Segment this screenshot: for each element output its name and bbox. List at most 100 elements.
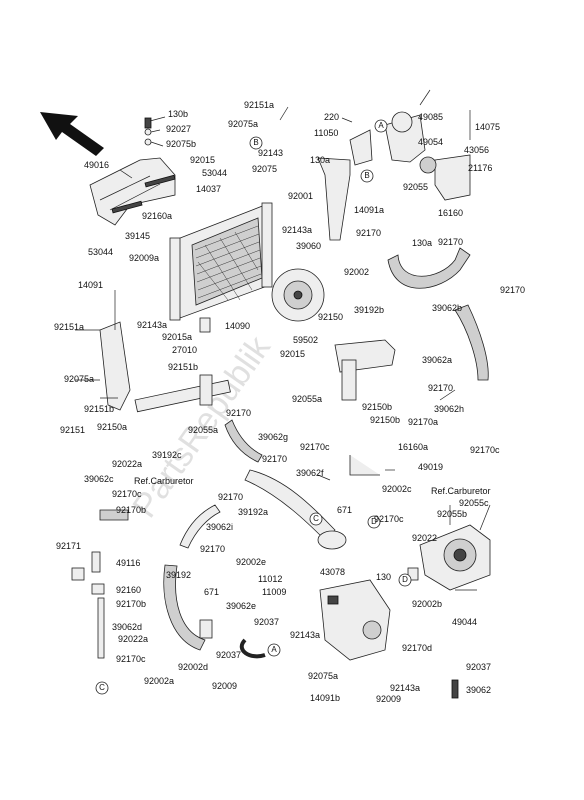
- part-label: 14090: [225, 321, 250, 331]
- part-label: 39145: [125, 231, 150, 241]
- ref-circle-a-top: A: [374, 119, 388, 133]
- part-label: 92170: [226, 408, 251, 418]
- part-label: 39192: [166, 570, 191, 580]
- part-label: 92170a: [408, 417, 438, 427]
- clip-92160: [91, 583, 105, 595]
- part-label: 39062b: [432, 303, 462, 313]
- part-label: 130: [376, 572, 391, 582]
- part-label: 39192c: [152, 450, 182, 460]
- hose-39062a: [454, 304, 489, 381]
- clamp-92171: [71, 567, 85, 581]
- part-label: 92170c: [374, 514, 404, 524]
- part-label: 39062h: [434, 404, 464, 414]
- housing-11050: [349, 111, 426, 166]
- ref-circle-d-right: D: [398, 573, 412, 587]
- part-label: 92170d: [402, 643, 432, 653]
- part-label: 92170: [200, 544, 225, 554]
- part-label: 92001: [288, 191, 313, 201]
- ref-circle-d-mid: D: [367, 515, 381, 529]
- part-label: 92055a: [188, 425, 218, 435]
- part-label: 92037: [216, 650, 241, 660]
- part-label: 14091b: [310, 693, 340, 703]
- part-label: 92009: [212, 681, 237, 691]
- part-label: 49044: [452, 617, 477, 627]
- part-label: 92160: [116, 585, 141, 595]
- part-label: 14037: [196, 184, 221, 194]
- part-label: 27010: [172, 345, 197, 355]
- pipe-39062e: [239, 638, 266, 659]
- part-label: 92170: [218, 492, 243, 502]
- radiator: [169, 202, 273, 333]
- svg-text:A: A: [378, 121, 384, 130]
- svg-text:D: D: [371, 517, 377, 526]
- part-label: 92150: [318, 312, 343, 322]
- fan-59502: [271, 268, 325, 322]
- pump-49044: [407, 524, 491, 591]
- direction-arrow-icon: [40, 112, 104, 156]
- part-label: 92009a: [129, 253, 159, 263]
- hose-39062g: [224, 419, 263, 463]
- part-label: 16160a: [398, 442, 428, 452]
- part-label: 92151a: [244, 100, 274, 110]
- thermostat-housing: [419, 154, 471, 201]
- fitting-671: [199, 619, 213, 639]
- part-label: 92015: [190, 155, 215, 165]
- part-label: 49054: [418, 137, 443, 147]
- part-label: 92170b: [116, 505, 146, 515]
- svg-text:C: C: [313, 514, 319, 523]
- part-label: 92055: [403, 182, 428, 192]
- bracket-14091: [99, 321, 131, 411]
- part-label: 92171: [56, 541, 81, 551]
- ref-circle-b-mid: B: [360, 169, 374, 183]
- part-label: 92150b: [362, 402, 392, 412]
- part-label: 16160: [438, 208, 463, 218]
- ref-circle-c-low: C: [95, 681, 109, 695]
- part-label: 92170: [262, 454, 287, 464]
- part-label: 92002c: [382, 484, 412, 494]
- part-label: 14091: [78, 280, 103, 290]
- bolt-130b: [144, 117, 152, 146]
- part-label: 39062: [466, 685, 491, 695]
- part-label: 92143: [258, 148, 283, 158]
- part-label: 11050: [314, 128, 338, 138]
- part-label: 130a: [412, 238, 432, 248]
- pipe-39192b: [334, 339, 396, 401]
- hose-39062b: [387, 247, 471, 289]
- part-label: 53044: [88, 247, 113, 257]
- part-label: 11012: [258, 574, 282, 584]
- part-label: 92170: [428, 383, 453, 393]
- part-label: 49085: [418, 112, 443, 122]
- part-label: 39192a: [238, 507, 268, 517]
- part-label: 92027: [166, 124, 191, 134]
- leader-lines: [75, 89, 491, 591]
- part-label: 39062a: [422, 355, 452, 365]
- ref-carburetor-right: Ref.Carburetor: [431, 486, 491, 496]
- part-label: 92150a: [97, 422, 127, 432]
- pipe-39062f: [349, 455, 380, 476]
- svg-text:A: A: [271, 645, 277, 654]
- part-label: 92170c: [300, 442, 330, 452]
- part-label: 130a: [310, 155, 330, 165]
- svg-text:D: D: [402, 575, 408, 584]
- hose-39192: [163, 564, 206, 651]
- pipe-39192c: [134, 374, 231, 413]
- part-label: 92170: [438, 237, 463, 247]
- part-label: 92002b: [412, 599, 442, 609]
- pipe-39062i: [179, 504, 221, 549]
- part-label: 92022a: [112, 459, 142, 469]
- part-label: 49116: [116, 558, 140, 568]
- bolt-49116: [91, 551, 101, 573]
- part-label: 39060: [296, 241, 321, 251]
- part-label: 92075a: [228, 119, 258, 129]
- pipe-39062d: [97, 597, 105, 659]
- svg-text:B: B: [364, 171, 369, 180]
- part-label: 220: [324, 112, 339, 122]
- part-label: 53044: [202, 168, 227, 178]
- part-label: 92170c: [116, 654, 146, 664]
- part-label: 92151b: [168, 362, 198, 372]
- part-label: 14091a: [354, 205, 384, 215]
- reservoir-43078: [319, 579, 391, 661]
- part-label: 43078: [320, 567, 345, 577]
- part-label: 92002: [344, 267, 369, 277]
- part-label: 92015a: [162, 332, 192, 342]
